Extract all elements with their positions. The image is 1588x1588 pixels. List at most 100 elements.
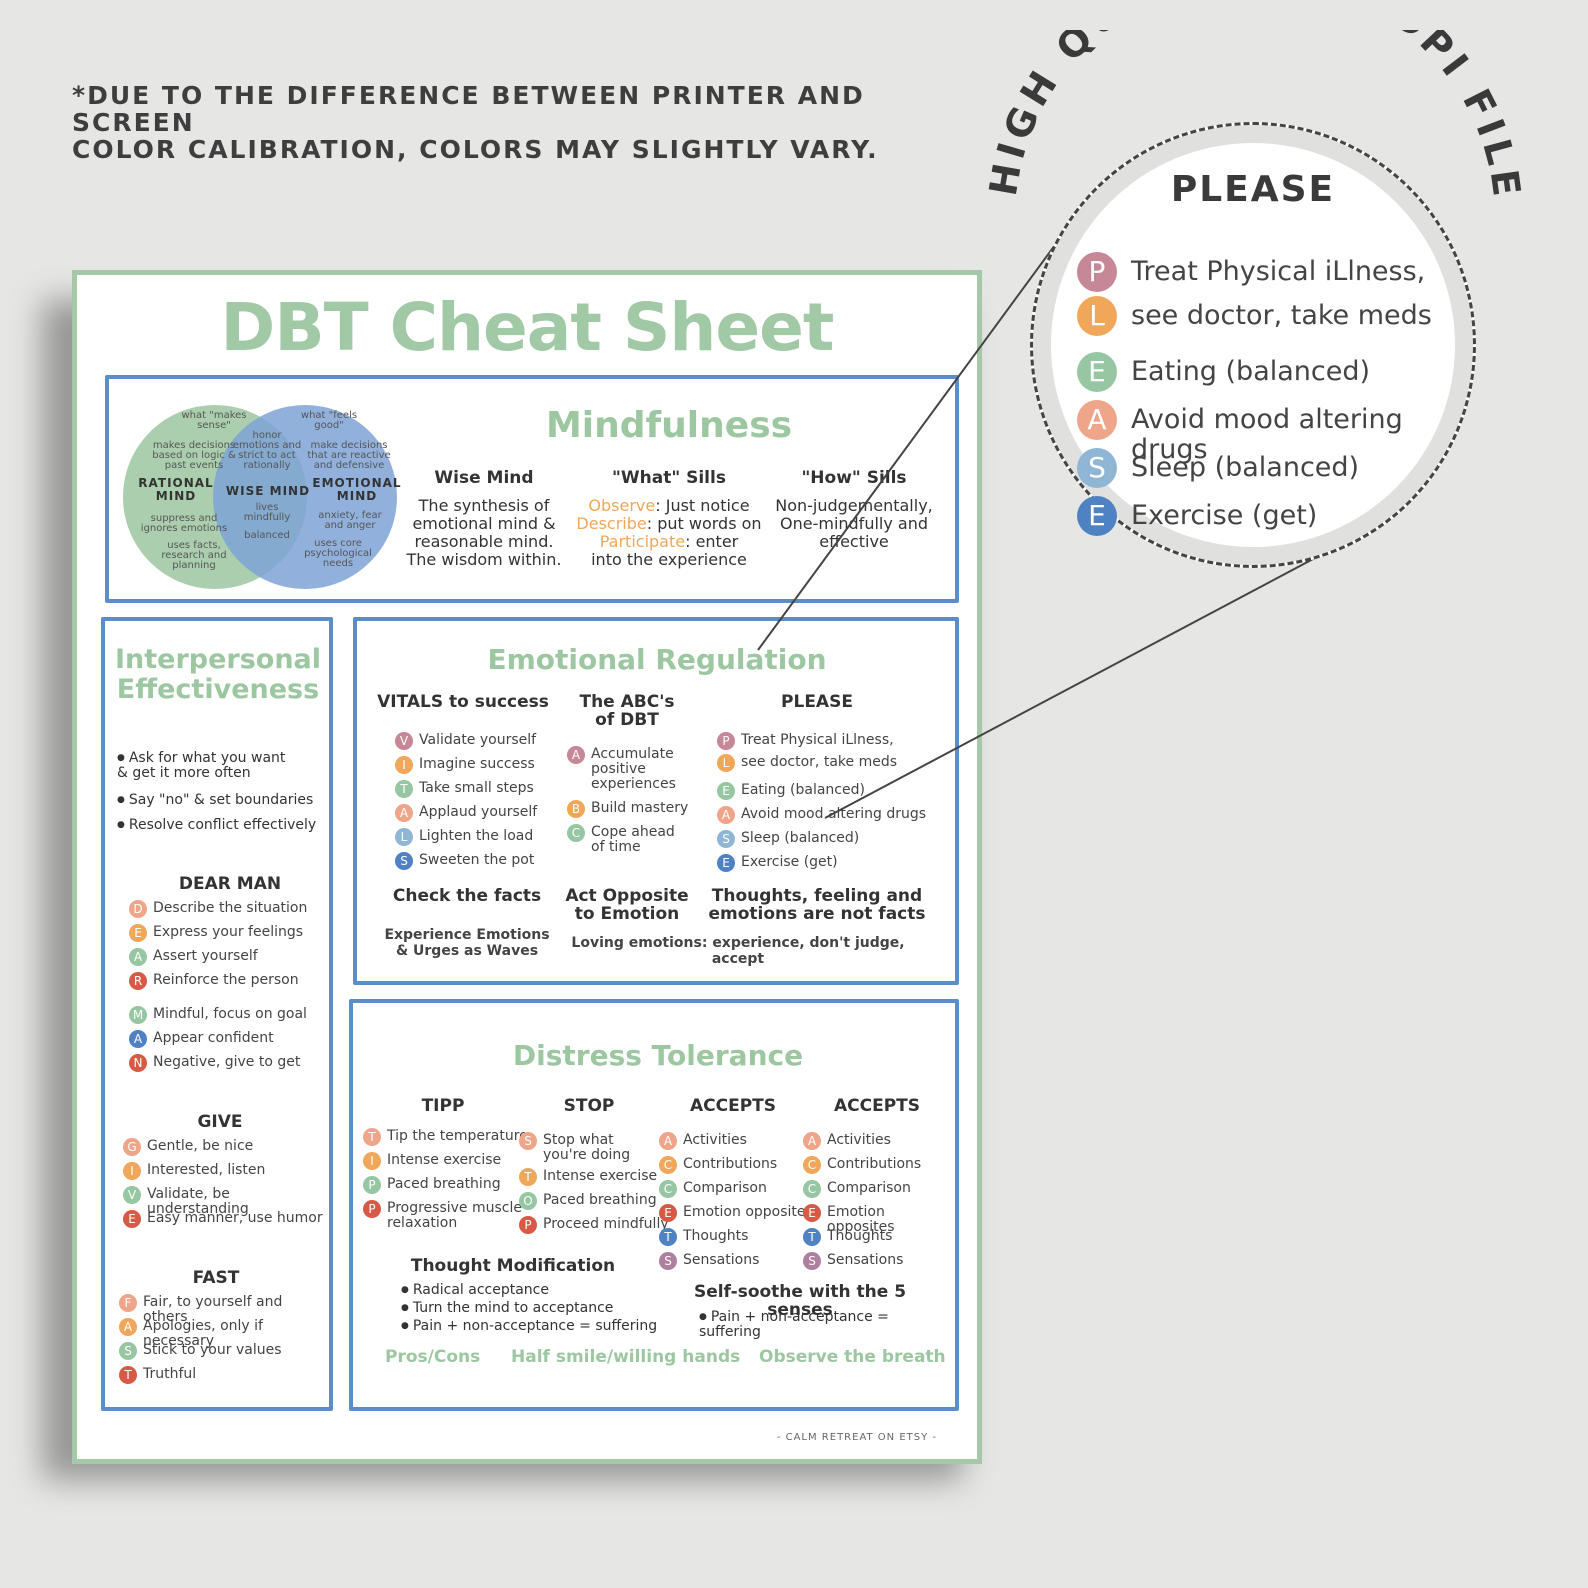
fast-item-text: Fair, to yourself and others <box>143 1294 283 1325</box>
accepts-2-item-text: Contributions <box>827 1156 922 1172</box>
zoom-item-text: Treat Physical iLlness, <box>1131 256 1426 287</box>
distress-title: Distress Tolerance <box>512 1039 804 1072</box>
fast-letter-badge: S <box>119 1342 137 1360</box>
accepts-2-letter-badge: E <box>803 1204 821 1222</box>
dearman-letter-badge: D <box>129 900 147 918</box>
tipp-item-text: Tip the temperature <box>387 1128 528 1144</box>
tipp-item-text: Paced breathing <box>387 1176 501 1192</box>
dearman-item-text: Negative, give to get <box>153 1054 301 1070</box>
give-letter-badge: E <box>123 1210 141 1228</box>
tipp-item-text: Intense exercise <box>387 1152 502 1168</box>
tipp-letter-badge: P <box>363 1200 381 1218</box>
accepts-1-item-text: Contributions <box>683 1156 778 1172</box>
thought-mod-3: Pain + non-acceptance = suffering <box>401 1319 661 1334</box>
vitals-letter-badge: S <box>395 852 413 870</box>
abc-item: B Build mastery <box>567 800 689 818</box>
accepts-2-letter-badge: C <box>803 1180 821 1198</box>
observe-label: Observe <box>588 496 656 515</box>
dearman-letter-badge: M <box>129 1006 147 1024</box>
dearman-item-text: Describe the situation <box>153 900 308 916</box>
tipp-letter-badge: I <box>363 1152 381 1170</box>
check-facts-head: Check the facts <box>392 886 542 906</box>
accepts-2-item: E Emotion opposites <box>803 1204 955 1235</box>
vitals-item-text: Take small steps <box>419 780 534 796</box>
zoom-item-text: Eating (balanced) <box>1131 356 1371 387</box>
stop-item-text: Proceed mindfully <box>543 1216 669 1232</box>
vitals-letter-badge: T <box>395 780 413 798</box>
mindfulness-title: Mindfulness <box>545 405 793 446</box>
zoom-letter-badge: E <box>1077 352 1117 392</box>
emotional-regulation-section: Emotional Regulation VITALS to success V… <box>353 617 959 985</box>
please-item-text: Avoid mood altering drugs <box>741 806 927 822</box>
zoom-title: PLEASE <box>1170 169 1336 210</box>
dearman-letter-badge: E <box>129 924 147 942</box>
tipp-item: I Intense exercise <box>363 1152 502 1170</box>
fast-letter-badge: A <box>119 1318 137 1336</box>
thought-mod-2: Turn the mind to acceptance <box>401 1301 661 1316</box>
venn-emotional-1: what "feels good" <box>300 410 358 431</box>
accepts-2-letter-badge: S <box>803 1252 821 1270</box>
disclaimer: *DUE TO THE DIFFERENCE BETWEEN PRINTER A… <box>72 82 952 163</box>
disclaimer-line1: *DUE TO THE DIFFERENCE BETWEEN PRINTER A… <box>72 81 865 137</box>
zoom-item-text: Avoid mood altering drugs <box>1131 404 1403 465</box>
give-head: GIVE <box>197 1112 243 1132</box>
abc-letter-badge: A <box>567 746 585 764</box>
dearman-letter-badge: N <box>129 1054 147 1072</box>
cheat-sheet: DBT Cheat Sheet what "makes sense" makes… <box>72 270 982 1464</box>
accepts-1-item-text: Emotion opposites <box>683 1204 813 1220</box>
venn-emotional-3: anxiety, fear and anger <box>318 510 382 531</box>
zoom-item-text: Exercise (get) <box>1131 500 1318 531</box>
what-skills-head: "What" Sills <box>612 468 726 488</box>
check-facts-text: Experience Emotions & Urges as Waves <box>384 927 550 959</box>
accepts-2-item-text: Emotion opposites <box>827 1204 895 1235</box>
thought-mod-head: Thought Modification <box>410 1256 616 1276</box>
please-letter-badge: S <box>717 830 735 848</box>
thoughts-not-facts-head: Thoughts, feeling and emotions are not f… <box>708 886 926 924</box>
please-letter-badge: L <box>717 754 735 772</box>
self-soothe-text: Pain + non-acceptance = suffering <box>699 1310 939 1340</box>
please-head: PLEASE <box>781 692 853 712</box>
dearman-item-text: Express your feelings <box>153 924 304 940</box>
dearman-item-text: Appear confident <box>153 1030 274 1046</box>
vitals-item-text: Sweeten the pot <box>419 852 535 868</box>
stop-letter-badge: T <box>519 1168 537 1186</box>
fast-item-text: Truthful <box>143 1366 197 1382</box>
abc-letter-badge: B <box>567 800 585 818</box>
accepts-1-letter-badge: S <box>659 1252 677 1270</box>
accepts-1-letter-badge: A <box>659 1132 677 1150</box>
vitals-item-text: Applaud yourself <box>419 804 538 820</box>
venn-wise-3: balanced <box>244 530 290 541</box>
please-item-text: Exercise (get) <box>741 854 838 870</box>
give-item-text: Gentle, be nice <box>147 1138 254 1154</box>
stop-letter-badge: S <box>519 1132 537 1150</box>
tipp-head: TIPP <box>421 1096 465 1116</box>
venn-wise-2: lives mindfully <box>243 502 291 523</box>
accepts-1-letter-badge: C <box>659 1180 677 1198</box>
dearman-item: D Describe the situation <box>129 900 308 918</box>
give-item-text: Interested, listen <box>147 1162 266 1178</box>
abc-item-text: Build mastery <box>591 800 689 816</box>
act-opposite-head: Act Opposite to Emotion <box>565 886 689 924</box>
vitals-letter-badge: V <box>395 732 413 750</box>
what-skills-text: Observe: Just notice Describe: put words… <box>564 497 774 569</box>
